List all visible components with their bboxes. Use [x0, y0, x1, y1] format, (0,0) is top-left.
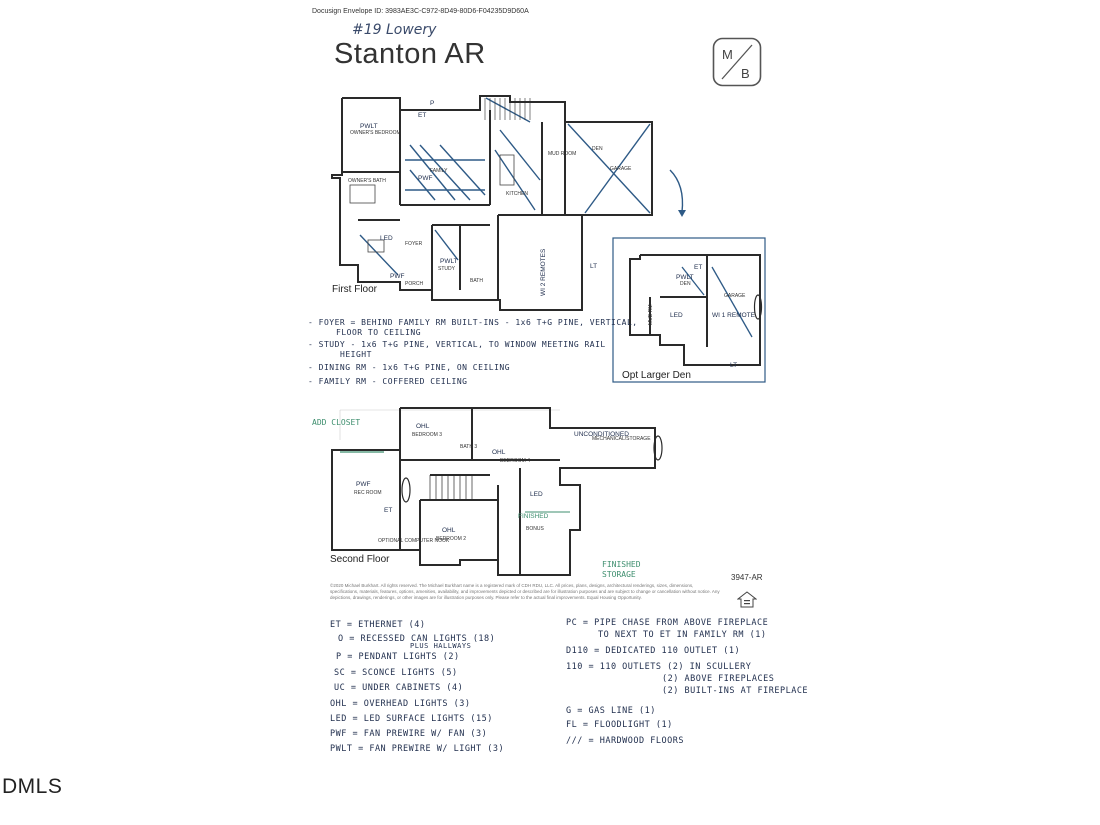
- mark: ET: [694, 264, 702, 271]
- note-line: FLOOR TO CEILING: [336, 328, 422, 337]
- finished-storage-note: FINISHED STORAGE: [602, 560, 641, 579]
- mechanical-label: MECHANICAL/STORAGE: [592, 436, 651, 442]
- unconditioned-label: UNCONDITIONED: [574, 431, 629, 438]
- room-label: GARAGE: [724, 293, 746, 299]
- lot-note: #19 Lowery: [352, 22, 437, 38]
- room-label: GARAGE: [610, 166, 632, 172]
- room-note: PWLT: [360, 123, 378, 130]
- plan-code: 3947-AR: [731, 573, 763, 582]
- room-label: MUD ROOM: [548, 151, 576, 157]
- second-floor-plan: BEDROOM 3 BEDROOM 4 BATH 3 REC ROOM BEDR…: [331, 407, 663, 576]
- mark: LED: [670, 312, 683, 319]
- watermark: DMLS: [2, 775, 63, 798]
- mark: LED: [530, 491, 543, 498]
- room-label: BEDROOM 2: [436, 536, 466, 542]
- mark: ET: [384, 507, 392, 514]
- room-note: OHL: [442, 527, 456, 534]
- legend-item: D110 = DEDICATED 110 OUTLET (1): [566, 646, 741, 656]
- room-note: PWLT: [440, 258, 458, 265]
- room-label: FAMILY: [430, 168, 448, 174]
- legend-item: P = PENDANT LIGHTS (2): [336, 652, 460, 662]
- mark: LT: [590, 263, 597, 270]
- legend-item: SC = SCONCE LIGHTS (5): [334, 668, 458, 678]
- room-label: BONUS: [526, 526, 544, 532]
- room-label: BEDROOM 3: [412, 432, 442, 438]
- logo-letter-m: M: [722, 47, 733, 62]
- room-label: KITCHEN: [506, 191, 528, 197]
- mark: ET: [418, 112, 426, 119]
- room-note: PWLT: [676, 274, 694, 281]
- mark: WI 2 REMOTES: [540, 248, 547, 296]
- room-label: BEDROOM 4: [500, 458, 530, 464]
- legend-item: (2) ABOVE FIREPLACES: [662, 674, 775, 684]
- legend-item: (2) BUILT-INS AT FIREPLACE: [662, 686, 809, 696]
- page-title: Stanton AR: [334, 38, 486, 70]
- logo-letter-b: B: [741, 66, 750, 81]
- room-label: REC ROOM: [354, 490, 382, 496]
- room-label: BATH: [470, 278, 483, 284]
- add-closet-note: ADD CLOSET: [312, 418, 361, 427]
- mark: WI 1 REMOTE: [712, 312, 756, 319]
- first-floor-plan: OWNER'S BEDROOM OWNER'S BATH FAMILY KITC…: [331, 95, 686, 311]
- room-label: OWNER'S BATH: [348, 178, 386, 184]
- second-floor-label: Second Floor: [330, 554, 390, 565]
- legend-item: O = RECESSED CAN LIGHTS (18): [338, 634, 496, 644]
- legend-item: PWLT = FAN PREWIRE W/ LIGHT (3): [330, 744, 505, 754]
- room-label: FOYER: [405, 241, 423, 247]
- room-label: BATH 3: [460, 444, 477, 450]
- legend-item: 110 = 110 OUTLETS (2) IN SCULLERY: [566, 662, 752, 672]
- brand-logo: M B: [712, 37, 762, 87]
- legend-item: TO NEXT TO ET IN FAMILY RM (1): [598, 630, 767, 640]
- room-label: DEN: [680, 281, 691, 287]
- legend-item: /// = HARDWOOD FLOORS: [566, 736, 684, 746]
- legend-item: OHL = OVERHEAD LIGHTS (3): [330, 699, 471, 709]
- opt-larger-den-plan: DEN GARAGE MUD RM PWLT ET LED LT WI 1 RE…: [612, 237, 766, 383]
- room-label: MUD RM: [648, 304, 654, 325]
- legend-item: G = GAS LINE (1): [566, 706, 656, 716]
- room-note: OHL: [416, 423, 430, 430]
- envelope-id: Docusign Envelope ID: 3983AE3C-C972-8D49…: [312, 8, 529, 15]
- room-label: PORCH: [405, 281, 423, 287]
- legend-item: UC = UNDER CABINETS (4): [334, 683, 464, 693]
- note-line: - FAMILY RM - COFFERED CEILING: [308, 377, 468, 386]
- room-note: OHL: [492, 449, 506, 456]
- note-line: - STUDY - 1x6 T+G PINE, VERTICAL, TO WIN…: [308, 340, 606, 349]
- legend-item: ET = ETHERNET (4): [330, 620, 426, 630]
- fine-print: ©2020 Michael Burkhart. All rights reser…: [330, 583, 720, 600]
- note-line: HEIGHT: [340, 350, 372, 359]
- room-label: OPTIONAL COMPUTER NOOK: [378, 538, 450, 544]
- legend-item: PC = PIPE CHASE FROM ABOVE FIREPLACE: [566, 618, 769, 628]
- note-line: - DINING RM - 1x6 T+G PINE, ON CEILING: [308, 363, 511, 372]
- note-line: - FOYER = BEHIND FAMILY RM BUILT-INS - 1…: [308, 318, 638, 327]
- mark: P: [430, 100, 434, 107]
- mark: LED: [380, 235, 393, 242]
- room-note: PWF: [356, 481, 370, 488]
- room-note: PWF: [418, 175, 432, 182]
- room-label: STUDY: [438, 266, 456, 272]
- room-label: DEN: [592, 146, 603, 152]
- legend-item: PLUS HALLWAYS: [410, 642, 472, 650]
- legend-item: PWF = FAN PREWIRE W/ FAN (3): [330, 729, 488, 739]
- room-note: PWF: [390, 273, 404, 280]
- legend-item: LED = LED SURFACE LIGHTS (15): [330, 714, 493, 724]
- room-label: OWNER'S BEDROOM: [350, 130, 401, 136]
- legend-item: FL = FLOODLIGHT (1): [566, 720, 673, 730]
- equal-housing-icon: [737, 591, 757, 608]
- room-note: FINISHED: [518, 513, 549, 520]
- inset-label: Opt Larger Den: [622, 370, 691, 381]
- first-floor-label: First Floor: [332, 284, 377, 295]
- mark: LT: [730, 362, 737, 369]
